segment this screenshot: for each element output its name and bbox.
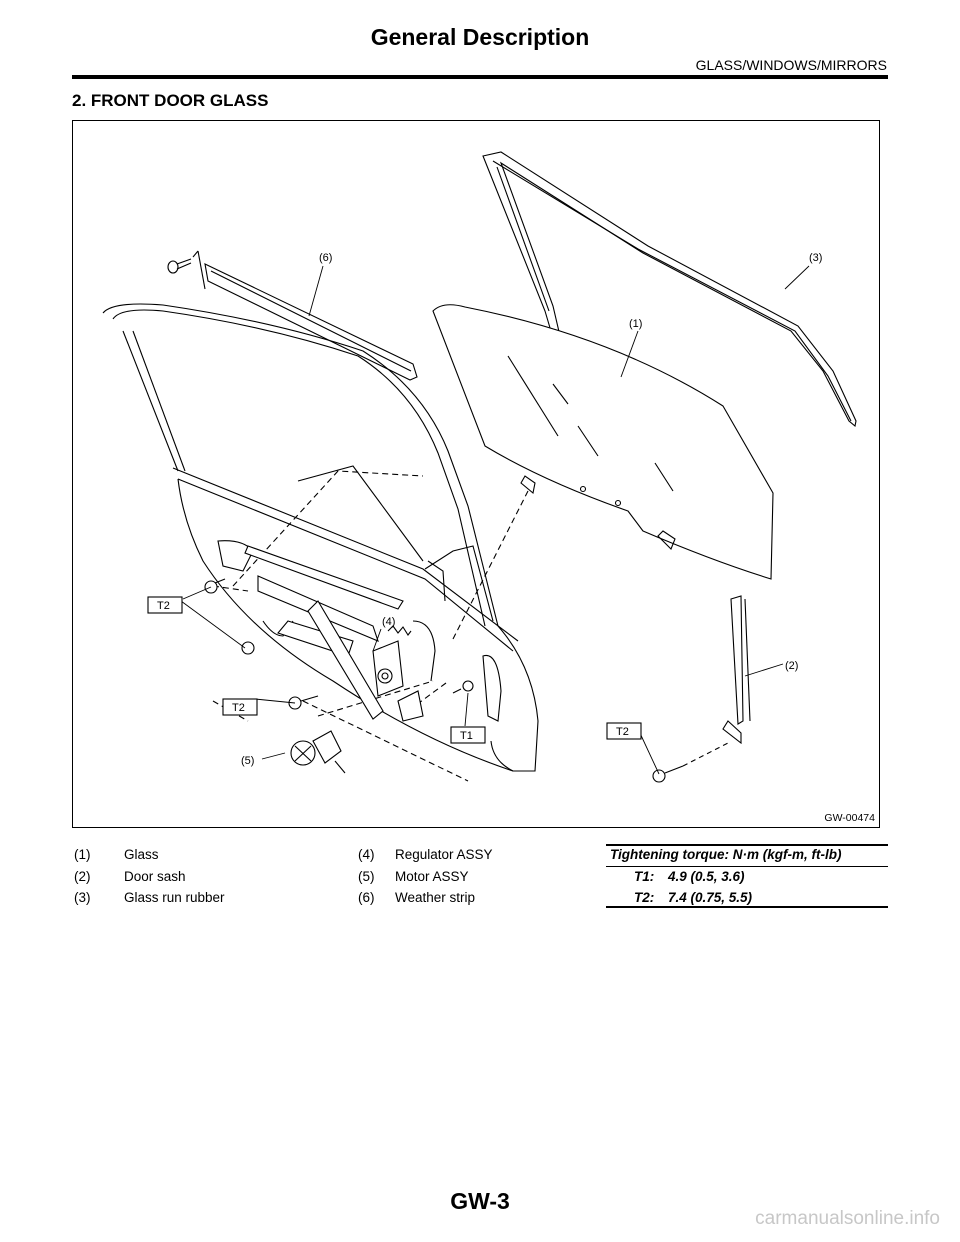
bolt-icon [204, 578, 226, 594]
section-name: GLASS/WINDOWS/MIRRORS [695, 57, 887, 73]
figure-id: GW-00474 [824, 812, 875, 824]
bolt-icon [241, 641, 255, 655]
glass-panel [432, 304, 774, 580]
door-frame [102, 303, 539, 772]
callout-6: (6) [319, 252, 332, 264]
torque-rule-top [606, 844, 888, 846]
bolt-icon [652, 765, 684, 783]
callout-3: (3) [809, 252, 822, 264]
page-title: General Description [370, 24, 590, 50]
svg-text:T2: T2 [232, 702, 245, 714]
torque-tag-t1: T1 [450, 726, 486, 744]
callout-4: (4) [382, 616, 395, 628]
svg-text:T2: T2 [157, 600, 170, 612]
leader-lines [180, 265, 810, 775]
door-sash [722, 595, 751, 745]
legend-label-1: Glass [124, 847, 159, 862]
torque-rule-bottom [606, 906, 888, 908]
header-rule [72, 75, 888, 79]
legend-num-5: (5) [358, 869, 375, 884]
torque-row-t2: T2: 7.4 (0.75, 5.5) [634, 890, 752, 905]
legend-label-4: Regulator ASSY [395, 847, 493, 862]
legend-label-6: Weather strip [395, 890, 476, 905]
torque-row-t1: T1: 4.9 (0.5, 3.6) [634, 869, 745, 884]
legend-num-3: (3) [74, 890, 91, 905]
exploded-diagram: (6) (3) (1) (4) (2) (5) T2 T2 T1 T2 GW-0… [72, 120, 880, 828]
torque-value-t1: 4.9 (0.5, 3.6) [668, 869, 745, 884]
callout-1: (1) [629, 318, 642, 330]
bolt-icon [452, 680, 474, 694]
callout-2: (2) [785, 660, 798, 672]
legend-num-6: (6) [358, 890, 375, 905]
regulator-assy [244, 545, 424, 722]
torque-tag-t2-left: T2 [147, 596, 183, 614]
legend-num-4: (4) [358, 847, 375, 862]
svg-text:T2: T2 [616, 726, 629, 738]
legend-label-3: Glass run rubber [124, 890, 225, 905]
legend-label-2: Door sash [124, 869, 186, 884]
torque-title: Tightening torque: N·m (kgf-m, ft-lb) [610, 847, 842, 862]
legend-num-1: (1) [74, 847, 91, 862]
legend-num-2: (2) [74, 869, 91, 884]
watermark: carmanualsonline.info [755, 1208, 940, 1229]
torque-rule-mid [606, 866, 888, 867]
torque-value-t2: 7.4 (0.75, 5.5) [668, 890, 753, 905]
motor-assy [290, 730, 346, 774]
torque-key-t1: T1: [634, 869, 655, 884]
svg-text:T1: T1 [460, 730, 473, 742]
section-heading: 2. FRONT DOOR GLASS [72, 91, 269, 110]
torque-tag-t2-mid: T2 [222, 698, 258, 716]
legend-label-5: Motor ASSY [395, 869, 469, 884]
page-number: GW-3 [450, 1188, 510, 1214]
torque-key-t2: T2: [634, 890, 655, 905]
callout-5: (5) [241, 755, 254, 767]
torque-tag-t2-right: T2 [606, 722, 642, 740]
clip-icon [167, 258, 192, 274]
